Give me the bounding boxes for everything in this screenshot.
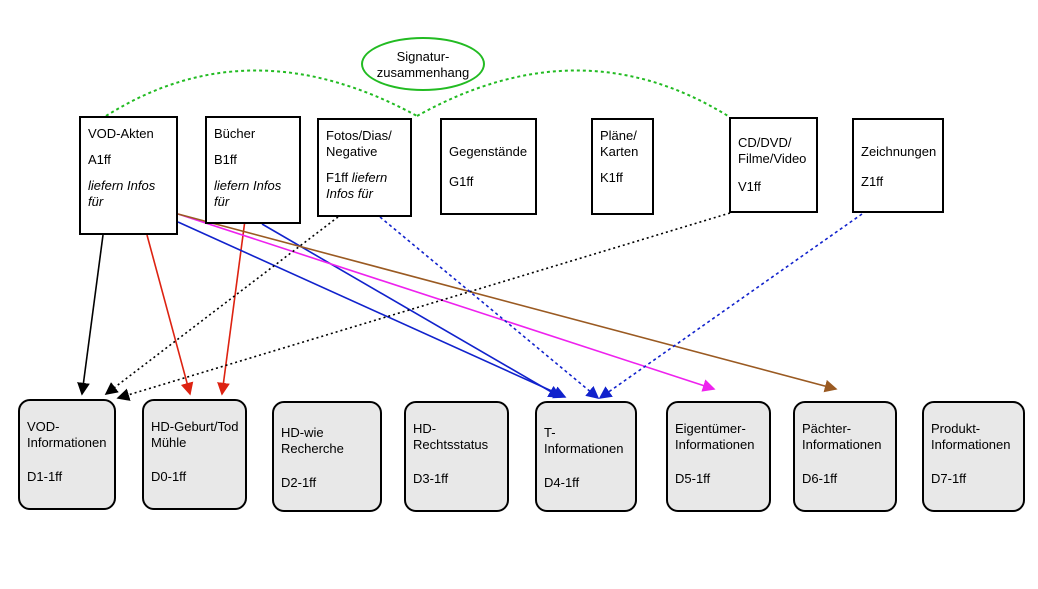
arrow-buecher-to-t-info xyxy=(261,223,562,398)
source-title: CD/DVD/ Filme/Video xyxy=(738,135,807,166)
source-title: Gegenstände xyxy=(449,144,528,159)
source-buecher: Bücher B1ff liefern Infos für xyxy=(205,116,301,224)
source-note: liefern Infos für xyxy=(214,178,282,209)
source-vod-akten: VOD-Akten A1ff liefern Infos für xyxy=(79,116,178,235)
target-title: HD-Geburt/Tod Mühle xyxy=(151,419,239,450)
target-title: Eigentümer- Informationen xyxy=(675,421,755,452)
target-title: HD- Rechtsstatus xyxy=(413,421,489,452)
target-code: D2-1ff xyxy=(281,475,317,490)
arrow-fotos-to-t-info xyxy=(379,216,600,400)
target-code: D7-1ff xyxy=(931,471,967,486)
source-note: liefern Infos für xyxy=(88,178,156,209)
source-title: VOD-Akten xyxy=(88,126,154,141)
source-code: K1ff xyxy=(600,170,623,185)
arrow-vod-to-paechter xyxy=(177,213,838,393)
arrow-vod-to-t-info xyxy=(177,221,567,399)
source-code: F1ff xyxy=(326,170,349,185)
source-note: liefern Infos für xyxy=(326,170,388,201)
signature-arc-right xyxy=(416,69,729,117)
target-hd-geburt: HD-Geburt/Tod Mühle D0-1ff xyxy=(142,399,247,510)
source-code-line: F1ff liefern Infos für xyxy=(326,170,403,202)
signature-ellipse: Signatur- zusammenhang xyxy=(361,37,485,91)
target-code: D3-1ff xyxy=(413,471,449,486)
target-code: D5-1ff xyxy=(675,471,711,486)
target-code: D6-1ff xyxy=(802,471,838,486)
source-title: Pläne/ Karten xyxy=(600,128,639,159)
signature-arc-left xyxy=(105,69,418,117)
arrow-cd-to-vod-info xyxy=(116,212,731,401)
target-vod-informationen: VOD- Informationen D1-1ff xyxy=(18,399,116,510)
target-title: VOD- Informationen xyxy=(27,419,107,450)
source-code: B1ff xyxy=(214,152,237,167)
arrow-vod-to-vod-info xyxy=(77,234,104,396)
target-hd-wie-recherche: HD-wie Recherche D2-1ff xyxy=(272,401,382,512)
target-code: D0-1ff xyxy=(151,469,187,484)
target-code: D1-1ff xyxy=(27,469,63,484)
source-code: G1ff xyxy=(449,174,474,189)
target-produkt-informationen: Produkt- Informationen D7-1ff xyxy=(922,401,1025,512)
source-code: V1ff xyxy=(738,179,761,194)
target-title: T- Informationen xyxy=(544,425,624,456)
target-eigentuemer-informationen: Eigentümer- Informationen D5-1ff xyxy=(666,401,771,512)
source-code: A1ff xyxy=(88,152,111,167)
arrow-vod-to-eigentuemer xyxy=(177,213,716,392)
source-title: Bücher xyxy=(214,126,256,141)
target-paechter-informationen: Pächter- Informationen D6-1ff xyxy=(793,401,897,512)
target-hd-rechtsstatus: HD- Rechtsstatus D3-1ff xyxy=(404,401,509,512)
source-code: Z1ff xyxy=(861,174,884,189)
source-cd: CD/DVD/ Filme/Video V1ff xyxy=(729,117,818,213)
source-gegenstaende: Gegenstände G1ff xyxy=(440,118,537,215)
source-fotos: Fotos/Dias/ Negative F1ff liefern Infos … xyxy=(317,118,412,217)
target-t-informationen: T- Informationen D4-1ff xyxy=(535,401,637,512)
arrow-vod-to-hd-geburt xyxy=(146,234,194,396)
target-title: HD-wie Recherche xyxy=(281,425,344,456)
source-title: Fotos/Dias/ Negative xyxy=(326,128,392,159)
arrow-fotos-to-vod-info xyxy=(104,216,339,395)
arrow-buecher-to-hd-geburt xyxy=(217,219,246,396)
target-code: D4-1ff xyxy=(544,475,580,490)
target-title: Produkt- Informationen xyxy=(931,421,1011,452)
source-zeichnungen: Zeichnungen Z1ff xyxy=(852,118,944,213)
target-title: Pächter- Informationen xyxy=(802,421,882,452)
arrow-zeichnungen-to-t-info xyxy=(598,213,863,399)
source-plaene: Pläne/ Karten K1ff xyxy=(591,118,654,215)
source-title: Zeichnungen xyxy=(861,144,937,159)
